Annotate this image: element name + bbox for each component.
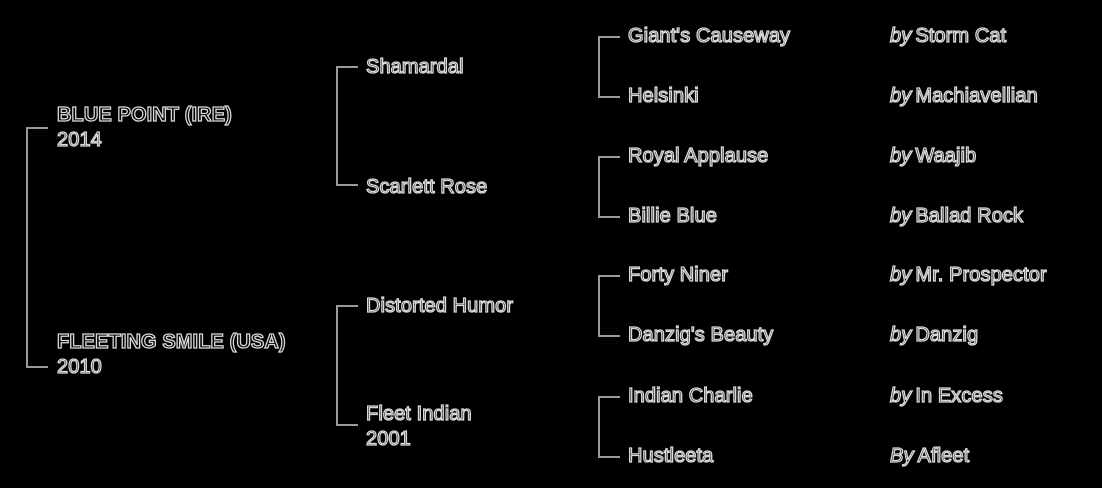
- bracket-dam-bottom-tick: [336, 424, 358, 426]
- ggp-name: Helsinki: [627, 84, 699, 107]
- dam-dam-year: 2001: [365, 427, 411, 450]
- ggp-name: Giant's Causeway: [627, 24, 791, 47]
- ggp-sire-name: Storm Cat: [915, 24, 1007, 47]
- bracket-ggp-2-top-tick: [598, 156, 620, 158]
- ggp-sire-name: Danzig: [915, 323, 979, 346]
- sire-sire-name: Shamardal: [365, 55, 464, 78]
- bracket-level1-top-tick: [26, 127, 48, 129]
- by-label: by: [889, 24, 912, 47]
- ggp-name: Billie Blue: [627, 204, 717, 227]
- ggp-sire-name: Waajib: [915, 144, 977, 167]
- bracket-level1-bottom-tick: [26, 366, 48, 368]
- bracket-ggp-3-vertical: [598, 275, 600, 337]
- bracket-ggp-4-top-tick: [598, 396, 620, 398]
- dam-sire-name: Distorted Humor: [365, 294, 514, 317]
- bracket-ggp-1-vertical: [598, 36, 600, 98]
- by-label: by: [889, 144, 912, 167]
- bracket-ggp-1-top-tick: [598, 36, 620, 38]
- bracket-sire-vertical: [336, 66, 338, 186]
- bracket-sire-bottom-tick: [336, 184, 358, 186]
- bracket-ggp-4-bottom-tick: [598, 456, 620, 458]
- ggp-name: Danzig's Beauty: [627, 323, 774, 346]
- ggp-sire-name: Machiavellian: [915, 84, 1039, 107]
- bracket-ggp-3-top-tick: [598, 275, 620, 277]
- ggp-name: Forty Niner: [627, 263, 729, 286]
- by-label: by: [889, 204, 912, 227]
- ggp-sire-name: In Excess: [915, 384, 1004, 407]
- bracket-ggp-4-vertical: [598, 396, 600, 458]
- ggp-name: Royal Applause: [627, 144, 769, 167]
- by-label: by: [889, 323, 912, 346]
- bracket-dam-top-tick: [336, 305, 358, 307]
- bracket-ggp-3-bottom-tick: [598, 335, 620, 337]
- bracket-ggp-2-vertical: [598, 156, 600, 218]
- bracket-level1-vertical: [26, 127, 28, 368]
- by-label: by: [889, 84, 912, 107]
- dam-year: 2010: [56, 355, 102, 378]
- ggp-sire-name: Afleet: [917, 444, 970, 467]
- sire-dam-name: Scarlett Rose: [365, 175, 488, 198]
- dam-dam-name: Fleet Indian: [365, 402, 472, 425]
- bracket-dam-vertical: [336, 305, 338, 426]
- ggp-name: Indian Charlie: [627, 384, 753, 407]
- by-label: by: [889, 263, 912, 286]
- ggp-name: Hustleeta: [627, 444, 714, 467]
- ggp-sire-name: Mr. Prospector: [915, 263, 1048, 286]
- sire-name: BLUE POINT (IRE): [56, 103, 232, 126]
- bracket-ggp-2-bottom-tick: [598, 216, 620, 218]
- by-label: by: [889, 384, 912, 407]
- bracket-ggp-1-bottom-tick: [598, 96, 620, 98]
- bracket-sire-top-tick: [336, 66, 358, 68]
- ggp-sire-name: Ballad Rock: [915, 204, 1024, 227]
- sire-year: 2014: [56, 128, 102, 151]
- by-label: By: [889, 444, 914, 467]
- dam-name: FLEETING SMILE (USA): [56, 330, 286, 353]
